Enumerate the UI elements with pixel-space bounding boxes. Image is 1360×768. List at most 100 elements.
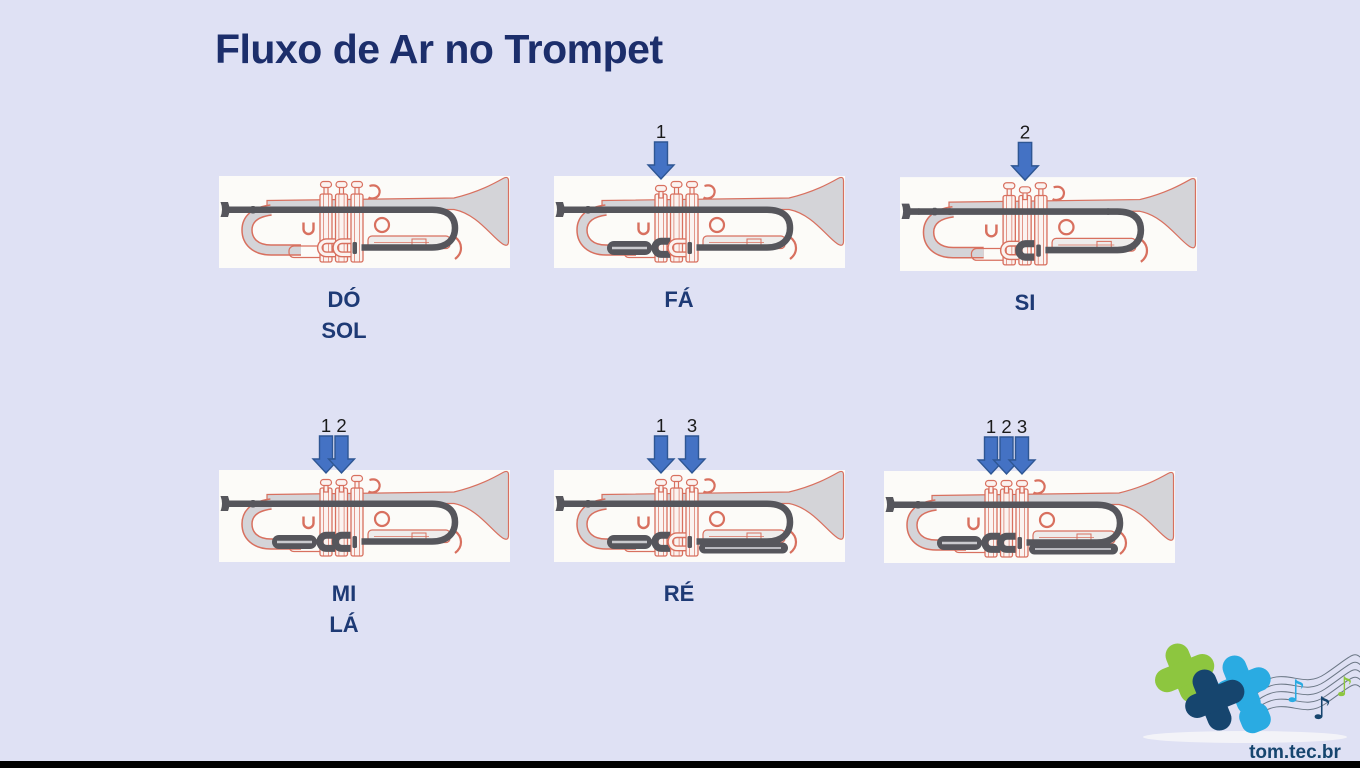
valve-cap-3 xyxy=(1034,181,1048,190)
valve-arrow-1 xyxy=(646,435,676,475)
valve-cap-2 xyxy=(1018,186,1032,194)
bottom-bar xyxy=(0,761,1360,768)
arrow-number-2: 2 xyxy=(1020,122,1031,142)
logo-piece-navy xyxy=(1185,669,1245,731)
note-label-fa: FÁ xyxy=(664,287,694,312)
air-flow-path xyxy=(220,202,459,254)
air-flow-path xyxy=(555,202,794,255)
bell xyxy=(266,470,510,540)
arrow-number-2: 2 xyxy=(1001,417,1011,437)
tuning-slide xyxy=(242,205,301,255)
arrow-number-1: 1 xyxy=(986,417,996,437)
arrow-number-1: 1 xyxy=(321,416,331,436)
valve-cap-3 xyxy=(685,478,699,487)
music-note-blue-icon: ♪ xyxy=(1286,674,1306,710)
mouthpiece xyxy=(901,203,911,219)
logo-shadow xyxy=(1143,731,1347,743)
air-path-valve2-crook xyxy=(331,531,351,552)
slide-hook xyxy=(1140,238,1149,263)
slide-hook xyxy=(789,236,798,260)
logo-piece-blue-lobe xyxy=(1239,702,1271,734)
air-flow-path xyxy=(555,496,794,554)
valve-cap-3 xyxy=(1015,479,1029,488)
trumpet-drawing xyxy=(900,176,1197,271)
pipe-hook xyxy=(702,478,716,494)
music-note-green-icon: ♪ xyxy=(1336,672,1353,703)
valve-cap-2 xyxy=(670,474,683,483)
page-title: Fluxo de Ar no Trompet xyxy=(215,26,663,72)
valve-cap-1 xyxy=(654,478,668,487)
air-path-valve1-crook xyxy=(981,532,1000,553)
trumpet-drawing xyxy=(884,471,1175,563)
valve-cap-2 xyxy=(335,180,348,189)
valve-cap-1 xyxy=(984,479,998,488)
note-label-si: SI xyxy=(1014,289,1036,315)
valve-cap-2 xyxy=(670,180,683,189)
valve-cap-1 xyxy=(1002,181,1016,190)
pipe-hook xyxy=(1032,479,1046,495)
logo: ♪ ♪ ♪ xyxy=(1143,643,1360,743)
arrow-number-3: 3 xyxy=(1017,417,1027,437)
valve-arrow-2 xyxy=(326,435,357,475)
water-key xyxy=(302,516,315,530)
slide-hook xyxy=(454,236,463,260)
trumpet-drawing xyxy=(219,176,510,268)
water-key xyxy=(967,517,980,531)
valve-arrow-3 xyxy=(677,435,707,475)
valve-cap-1 xyxy=(319,478,333,487)
bell xyxy=(601,470,845,540)
music-note-navy-icon: ♪ xyxy=(1312,691,1332,727)
trumpet-drawing xyxy=(554,176,845,268)
pipe-hook xyxy=(367,184,381,200)
bell xyxy=(931,471,1175,541)
air-flow-path xyxy=(220,496,459,549)
trumpet-drawing xyxy=(219,470,510,562)
water-key xyxy=(302,222,315,236)
trumpet-cell-fa: 1 xyxy=(554,122,845,272)
bell xyxy=(948,177,1197,249)
air-path-valve1-crook xyxy=(651,237,670,258)
trumpet-cell-si: 2 xyxy=(900,122,1197,275)
finger-ring xyxy=(708,510,726,528)
valve-cap-1 xyxy=(319,180,333,189)
note-label-re: RÉ xyxy=(663,581,695,606)
trumpet-cell-do-sol xyxy=(219,122,510,272)
pipe-hook xyxy=(1052,185,1065,201)
mouthpiece xyxy=(555,496,565,511)
finger-ring xyxy=(1058,218,1075,236)
finger-ring xyxy=(373,510,391,528)
trumpet-svg-fa: 1 xyxy=(554,122,845,268)
slide-hook xyxy=(1119,531,1128,555)
trumpet-svg-do-sol xyxy=(219,176,510,268)
slide-hook xyxy=(789,530,798,554)
air-path-valve1-crook xyxy=(651,531,670,552)
air-path-valve1-crook xyxy=(316,531,335,552)
mouthpiece xyxy=(220,496,230,511)
music-staff xyxy=(1253,654,1360,719)
bell xyxy=(266,176,510,246)
valve-cap-2 xyxy=(335,478,348,487)
valve-cap-2 xyxy=(1000,479,1013,488)
air-flow-path xyxy=(885,497,1124,555)
valve-arrow-1 xyxy=(646,141,676,181)
air-flow-path xyxy=(901,203,1145,257)
tuning-slide xyxy=(907,500,966,550)
note-label-do-sol: DÓ xyxy=(327,287,361,312)
water-key xyxy=(637,516,650,530)
finger-ring xyxy=(1038,511,1056,529)
arrow-number-1: 1 xyxy=(656,122,666,142)
note-label-mi-la: MI xyxy=(331,581,357,606)
tuning-slide xyxy=(924,207,984,257)
arrow-number-1: 1 xyxy=(656,416,666,436)
valve-arrow-3 xyxy=(1007,436,1037,476)
slide-hook xyxy=(454,530,463,554)
tuning-slide xyxy=(577,499,636,549)
trumpet-drawing xyxy=(554,470,845,562)
mouthpiece xyxy=(220,202,230,217)
air-path-valve2-crook xyxy=(1015,239,1035,261)
pipe-hook xyxy=(702,184,716,200)
mouthpiece xyxy=(885,497,895,512)
